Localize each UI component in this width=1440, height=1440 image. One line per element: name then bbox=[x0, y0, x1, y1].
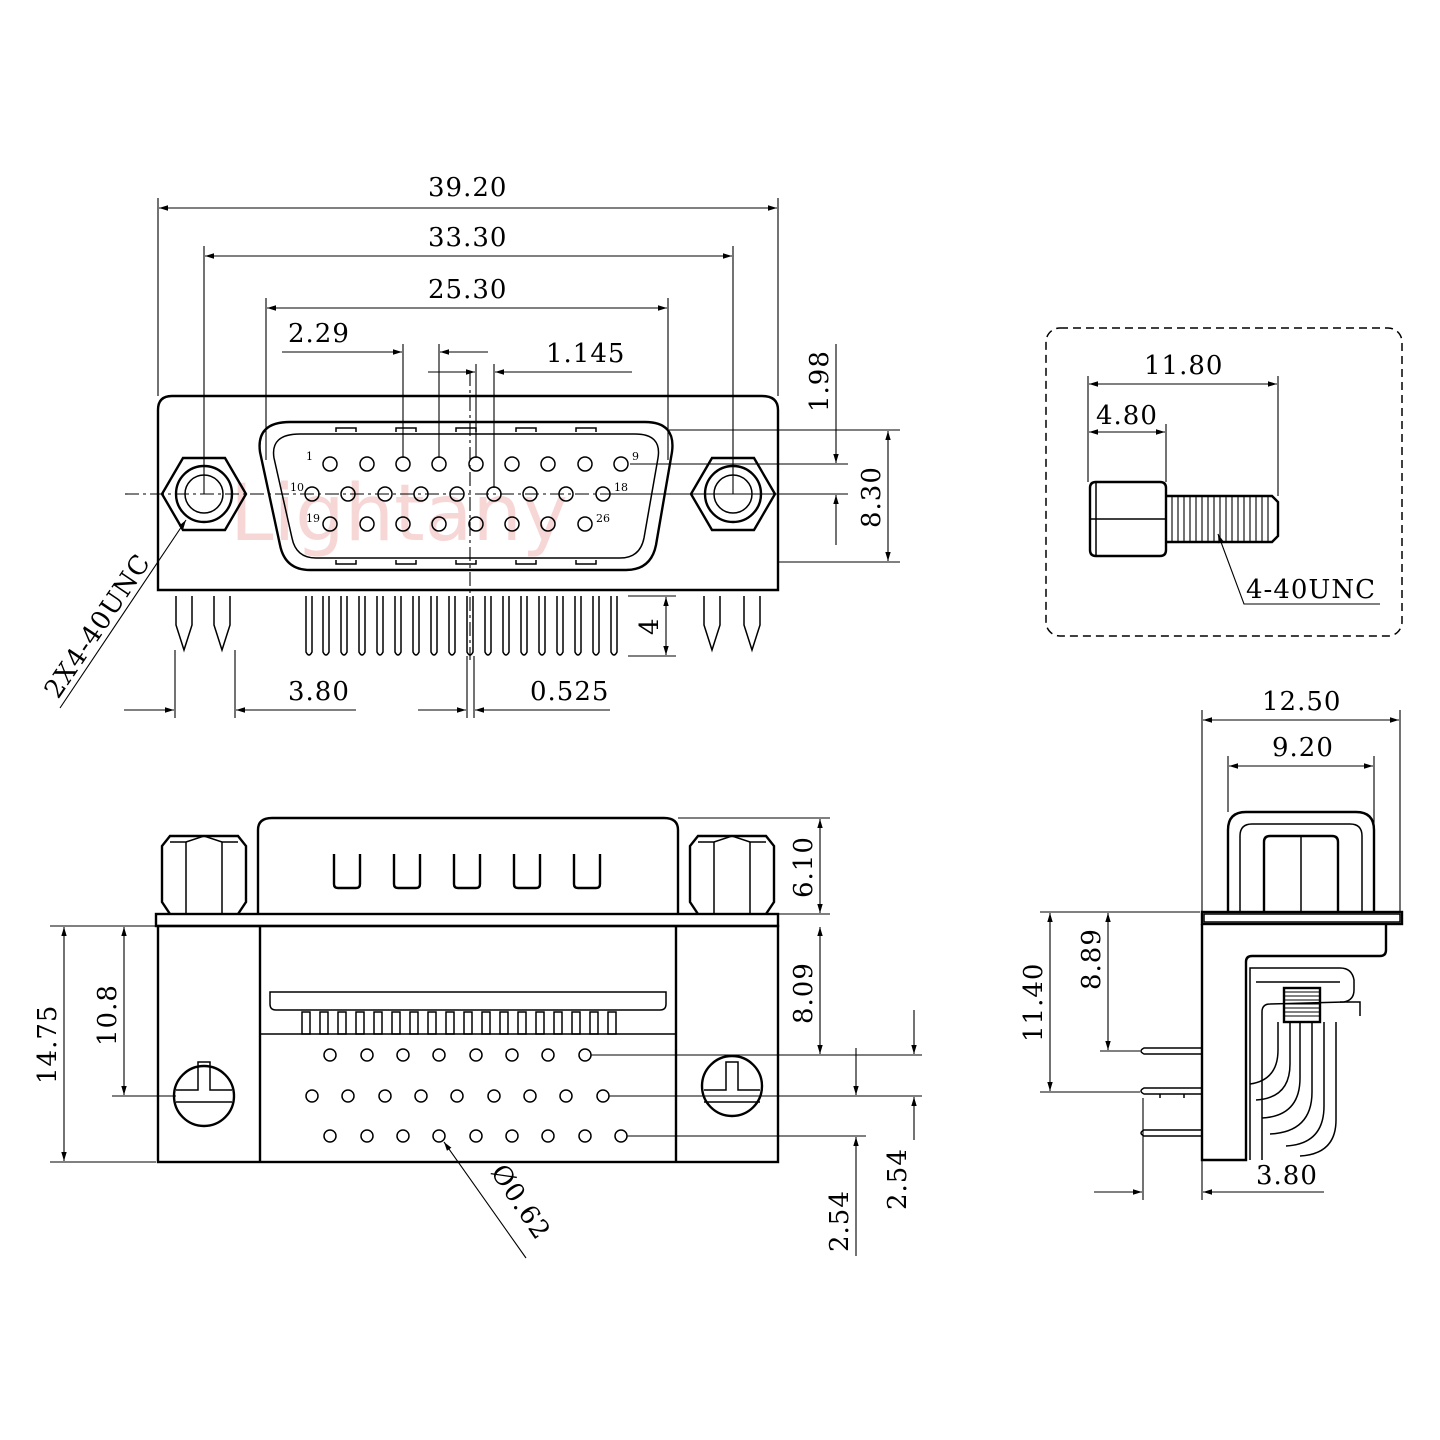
dim-pin-half-pitch: 1.145 bbox=[546, 339, 625, 369]
pin-label-9: 9 bbox=[632, 450, 639, 463]
dim-row-pitch-b: 2.54 bbox=[825, 1190, 855, 1252]
side-body bbox=[1200, 924, 1388, 1162]
standoff-thread-lines bbox=[1171, 496, 1269, 542]
dim-side-overall-depth: 12.50 bbox=[1262, 687, 1341, 717]
front-flange bbox=[156, 394, 780, 592]
dim-hole-to-edge: 10.8 bbox=[93, 984, 123, 1046]
pin-label-26: 26 bbox=[596, 512, 610, 525]
front-tail-pins bbox=[305, 596, 618, 656]
dim-row-offset: 1.98 bbox=[805, 350, 835, 412]
bottom-body bbox=[156, 924, 780, 1164]
pin-label-18: 18 bbox=[614, 481, 628, 494]
dim-pcb-to-pin: 8.09 bbox=[789, 962, 819, 1024]
dim-row-pitch-a: 2.54 bbox=[883, 1148, 913, 1210]
front-board-locks bbox=[175, 596, 761, 653]
front-view: 1 9 10 18 19 26 39.20 33.30 bbox=[39, 173, 900, 718]
dim-hole-diameter: Ø0.62 bbox=[484, 1159, 556, 1246]
thread-callout-front: 2X4-40UNC bbox=[39, 549, 157, 704]
front-d-shell-inner bbox=[272, 433, 660, 559]
standoff-thread bbox=[1166, 494, 1280, 544]
front-d-shell-outer bbox=[258, 420, 674, 572]
side-flange bbox=[1200, 910, 1404, 926]
standoff-hex bbox=[1088, 480, 1168, 558]
front-shell-tabs bbox=[335, 427, 597, 565]
side-view: 12.50 9.20 11.40 8.89 3.80 bbox=[1019, 687, 1404, 1200]
bottom-shell-slots bbox=[332, 854, 602, 890]
dim-side-pin-height: 8.89 bbox=[1077, 928, 1107, 990]
pin-label-1: 1 bbox=[306, 450, 313, 463]
dim-overall-width: 39.20 bbox=[428, 173, 507, 203]
side-shell bbox=[1226, 810, 1376, 912]
dim-tail-pin-width: 0.525 bbox=[530, 677, 609, 707]
bottom-pin-row bbox=[301, 1011, 617, 1035]
bottom-hex-left bbox=[160, 834, 248, 915]
pin-label-10: 10 bbox=[290, 481, 304, 494]
side-thread bbox=[1282, 986, 1322, 1024]
dim-shell-depth: 6.10 bbox=[789, 836, 819, 898]
dim-side-board-lock-offset: 3.80 bbox=[1256, 1161, 1318, 1191]
side-pcb-pins bbox=[1140, 1047, 1202, 1137]
thread-callout-detail: 4-40UNC bbox=[1246, 575, 1376, 605]
dim-standoff-hex-length: 4.80 bbox=[1096, 401, 1158, 431]
dim-total-height: 14.75 bbox=[33, 1005, 63, 1084]
dim-standoff-length: 11.80 bbox=[1144, 351, 1223, 381]
dim-side-shell-depth: 9.20 bbox=[1272, 733, 1334, 763]
dim-mount-hole-spacing: 33.30 bbox=[428, 223, 507, 253]
dim-board-lock-offset: 3.80 bbox=[288, 677, 350, 707]
bottom-hex-right bbox=[688, 834, 776, 915]
bottom-flange bbox=[154, 912, 780, 928]
dim-side-height: 11.40 bbox=[1019, 963, 1049, 1042]
detail-frame bbox=[1045, 327, 1403, 637]
bottom-view: 14.75 10.8 6.10 8.09 2.54 2.54 Ø0.62 bbox=[33, 816, 922, 1259]
dim-shell-height: 8.30 bbox=[857, 466, 887, 528]
pin-label-19: 19 bbox=[306, 512, 320, 525]
bottom-holes bbox=[305, 1048, 628, 1143]
dim-pin-length: 4 bbox=[635, 617, 665, 635]
bottom-board-lock-left bbox=[172, 1061, 236, 1128]
detail-view: 11.80 4.80 4-40UNC bbox=[1045, 327, 1403, 637]
dim-shell-width: 25.30 bbox=[428, 275, 507, 305]
side-bent-pins bbox=[1249, 1022, 1337, 1157]
bottom-board-lock-right bbox=[700, 1054, 764, 1118]
bottom-d-shell bbox=[256, 816, 680, 914]
dim-pin-pitch: 2.29 bbox=[288, 319, 350, 349]
